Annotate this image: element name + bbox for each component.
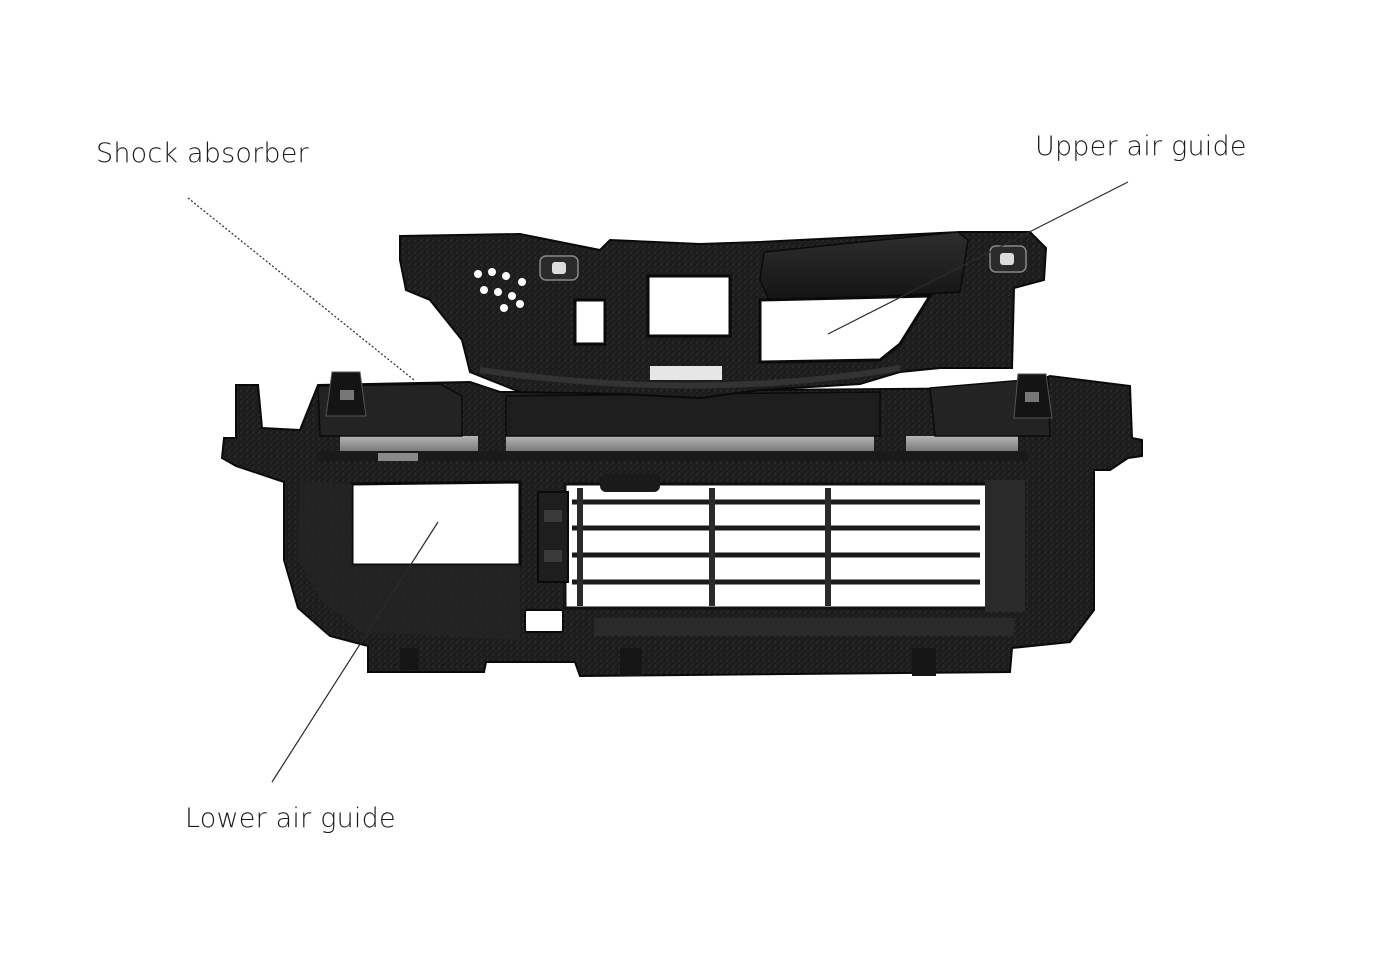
label-upper-air-guide: Upper air guide (1035, 131, 1247, 162)
lower-air-guide-opening (350, 480, 522, 567)
leader-lines (187, 181, 1129, 783)
active-grille-shutter (537, 474, 1025, 612)
label-lower-air-guide: Lower air guide (185, 803, 396, 834)
leader-upper-air-guide (827, 181, 1129, 335)
upper-air-guide (399, 231, 1048, 400)
label-shock-absorber: Shock absorber (96, 138, 309, 169)
crossbar (318, 436, 1028, 461)
leader-shock-absorber (187, 197, 415, 381)
leader-lower-air-guide (271, 521, 439, 783)
shock-absorber-blocks (317, 371, 1053, 437)
